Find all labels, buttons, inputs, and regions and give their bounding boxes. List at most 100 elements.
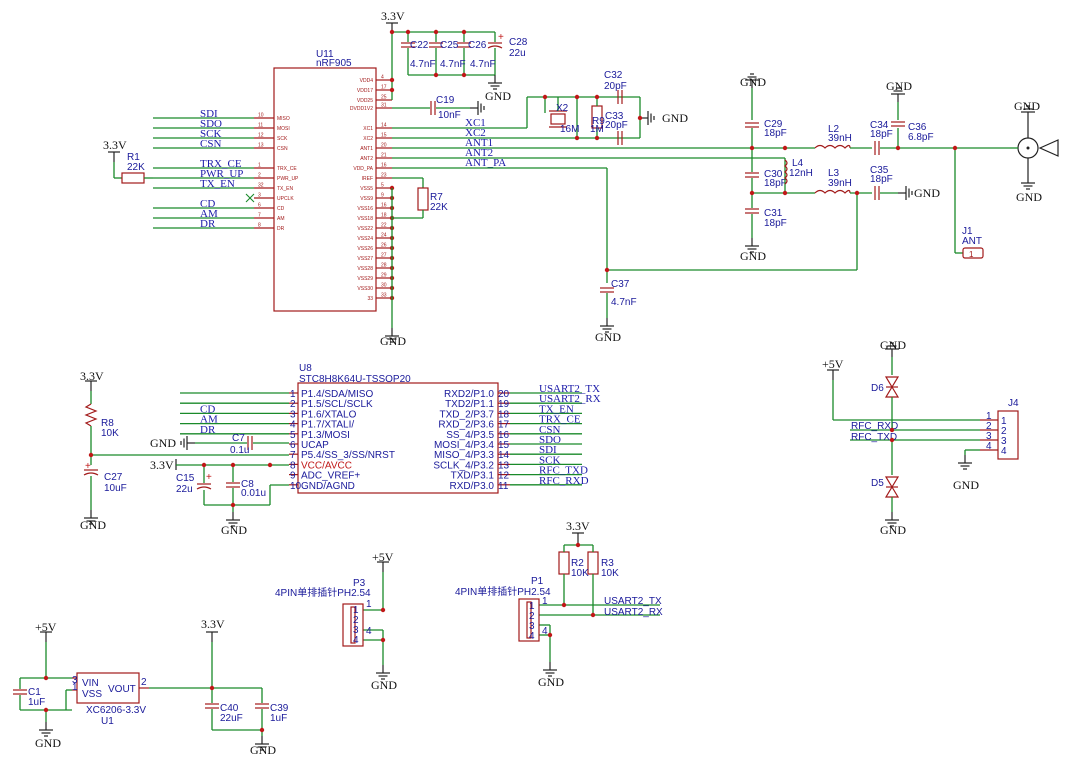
x2-ref: X2 [556, 103, 569, 114]
c34-ref: C34 [870, 120, 889, 131]
gnd-ant-bottom: GND [1016, 190, 1042, 204]
u11-net-label: SDO [200, 118, 222, 130]
u8-ref: U8 [299, 363, 312, 374]
gnd-d6: GND [880, 338, 906, 352]
u8-net-label: USART2_TX [539, 383, 600, 395]
u11-net-label: SDI [200, 108, 218, 120]
gnd-u11: GND [380, 334, 406, 348]
u11-pin-number: 8 [258, 223, 261, 229]
c28-ref: C28 [509, 37, 528, 48]
u8-pin-number: 8 [290, 460, 296, 471]
c22-value: 4.7nF [410, 59, 436, 70]
u8-support: 3.3V R8 10K + GND C27 10uF GND C7 0.1u 3… [80, 369, 289, 537]
j1-pin: 1 [969, 250, 974, 259]
u11-right-net-label: ANT1 [465, 137, 493, 149]
u11-pin-name: DVDD1V2 [350, 106, 373, 112]
u11-pin-name: SCK [277, 136, 288, 142]
no-connect-mark [245, 193, 255, 203]
j4-pin1-name: 1 [1001, 416, 1007, 427]
c36-value: 6.8pF [908, 132, 934, 143]
u11-pin-number: 17 [381, 85, 387, 91]
u8-pin-number: 16 [498, 430, 510, 441]
u8-pin-number: 7 [290, 450, 296, 461]
u8-pin-number: 15 [498, 440, 510, 451]
u8-pin-name: TXD2/P1.1 [445, 399, 494, 410]
c33-ref: C33 [605, 111, 624, 122]
c30-value: 18pF [764, 178, 787, 189]
u11-pin-number: 26 [381, 243, 387, 249]
u11-pin-name: TRX_CE [277, 166, 297, 172]
u11-pin-name: VDD_PA [353, 166, 373, 172]
u11-pin-name: VSS5 [360, 186, 373, 192]
p1-desc: 4PIN单排插针PH2.54 [455, 585, 551, 598]
v5-u1: +5V [35, 620, 57, 634]
p1-usart2-rx: USART2_RX [604, 607, 663, 618]
u8-net-label: AM [200, 414, 218, 426]
u11-pin-name: CD [277, 206, 285, 212]
gnd-p3: GND [371, 678, 397, 692]
c36-ref: C36 [908, 122, 927, 133]
u11-pin-name: MOSI [277, 126, 290, 132]
u8-pin-name: RXD2/P1.0 [444, 389, 494, 400]
u8-pin-number: 3 [290, 409, 296, 420]
c28-value: 22u [509, 48, 526, 59]
v33-r8: 3.3V [80, 369, 104, 383]
p3-pin1-num: 1 [366, 599, 372, 610]
l2-ref: L2 [828, 124, 840, 135]
u11-pin-number: 30 [381, 283, 387, 289]
gnd-u1: GND [35, 736, 61, 750]
c31-ref: C31 [764, 208, 783, 219]
l3-ref: L3 [828, 168, 840, 179]
c33-value: 20pF [605, 120, 628, 131]
c8-ref: C8 [241, 479, 254, 490]
u11-pin-number: 6 [258, 203, 261, 209]
v33-p1: 3.3V [566, 519, 590, 533]
u8-net-label: CD [200, 403, 215, 415]
c37-ref: C37 [611, 279, 630, 290]
u8-pin-number: 17 [498, 420, 510, 431]
u11-pin-number: 15 [381, 133, 387, 139]
gnd-c36: GND [886, 79, 912, 93]
c19-ref: C19 [436, 95, 455, 106]
p3-header: +5V GND 1 1 2 3 4 4 P3 4PIN单排插针PH2.54 [275, 550, 397, 692]
j4-pin3-name: 3 [1001, 436, 1007, 447]
u11-body [273, 67, 377, 312]
r2-ref: R2 [571, 558, 584, 569]
u11-pin-name: TX_EN [277, 186, 294, 192]
u11-pin-number: 14 [381, 123, 387, 129]
u11-net-label: AM [200, 208, 218, 220]
u11-pin-name: VDD17 [357, 88, 373, 94]
u8-pin-name: P1.5/SCL/SCLK [301, 399, 373, 410]
u8-pin-number: 2 [290, 399, 296, 410]
u11-pin-number: 23 [381, 173, 387, 179]
c39-ref: C39 [270, 703, 289, 714]
u11-pin-name: VSS27 [357, 256, 373, 262]
u11-net-label: SCK [200, 128, 221, 140]
u8-net-label: SCK [539, 454, 560, 466]
u1-part: XC6206-3.3V [86, 705, 146, 716]
l3-value: 39nH [828, 178, 852, 189]
u8-pin-name: P5.4/SS_3/SS/NRST [301, 450, 395, 461]
u8-body [297, 382, 499, 494]
u11-pin-name: VDD25 [357, 98, 373, 104]
c27-value: 10uF [104, 483, 127, 494]
r7-ref: R7 [430, 192, 443, 203]
j4-pin2-num: 2 [986, 421, 992, 432]
u8-pin-name: UCAP [301, 440, 329, 451]
c35-ref: C35 [870, 165, 889, 176]
rfc-rxd-label: RFC_RXD [851, 421, 898, 432]
u11-pin-name: VSS9 [360, 196, 373, 202]
u8-pin-name: MOSI_4/P3.4 [434, 440, 494, 451]
gnd-d5: GND [880, 523, 906, 537]
p1-pin2: 2 [529, 611, 535, 622]
u8-pin-number: 11 [498, 481, 509, 492]
j4-pin4-num: 4 [986, 441, 992, 452]
c40-value: 22uF [220, 713, 243, 724]
u11-pin-number: 2 [258, 173, 261, 179]
p1-ref: P1 [531, 576, 544, 587]
j1-ref: J1 [962, 226, 973, 237]
u11-pin-number: 4 [381, 75, 384, 81]
u11-right-net-label: ANT2 [465, 147, 493, 159]
u11-pin-number: 12 [258, 133, 264, 139]
